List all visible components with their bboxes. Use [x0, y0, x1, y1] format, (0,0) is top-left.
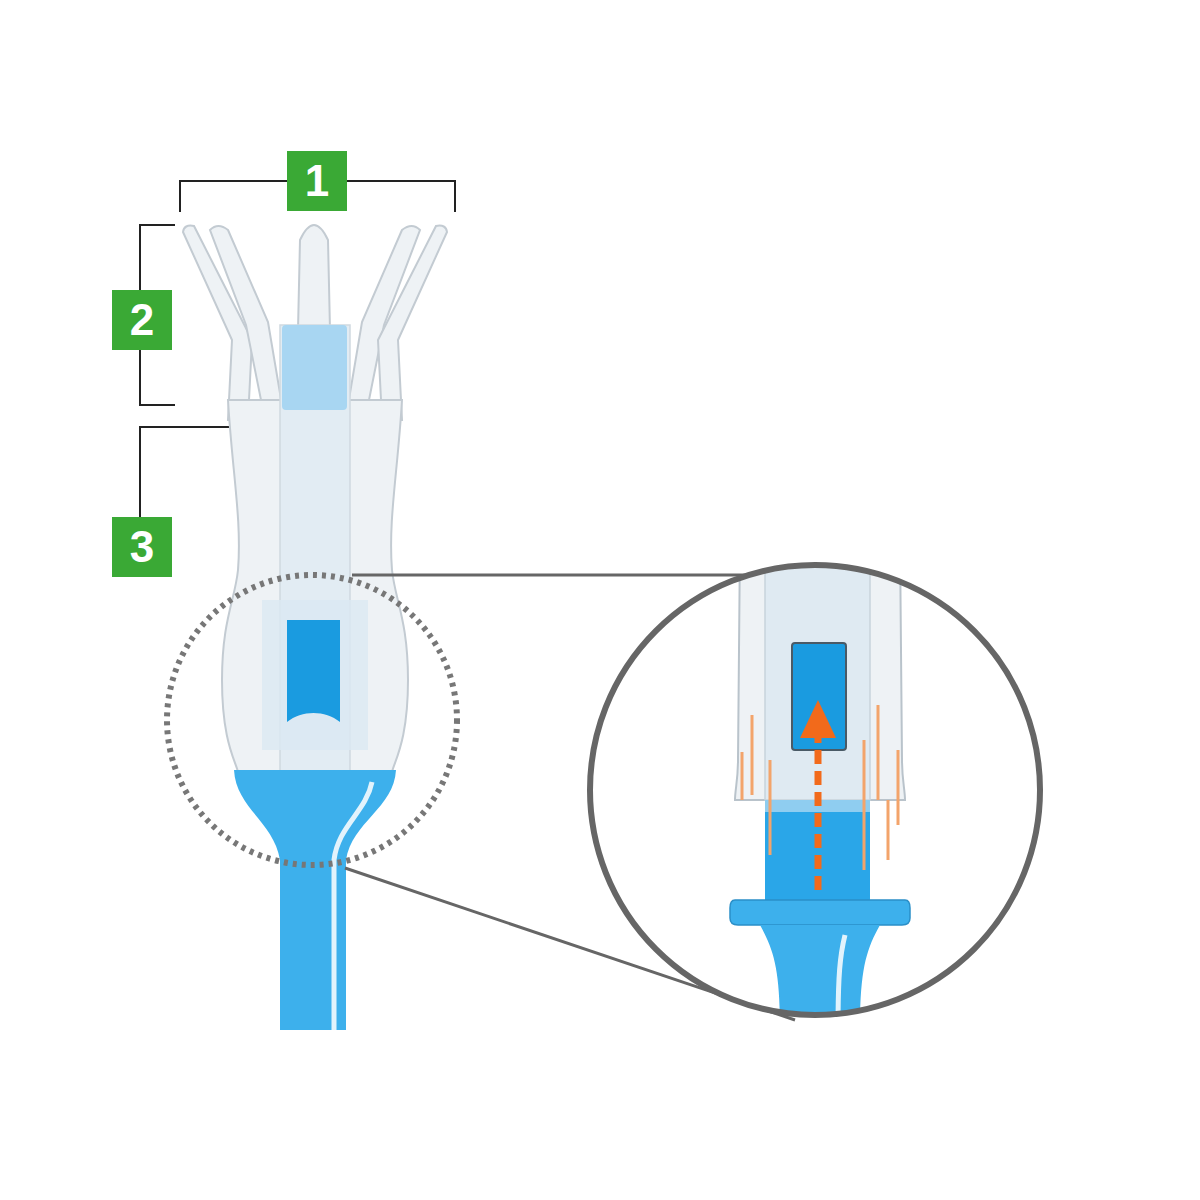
center-column [280, 325, 350, 772]
callout-number: 3 [130, 525, 154, 569]
indicator-window [287, 620, 340, 722]
shaft [234, 770, 396, 1030]
callout-box: 1 [287, 151, 347, 211]
callout-box: 2 [112, 290, 172, 350]
zoom-detail [730, 540, 910, 1030]
zoom-circle [590, 565, 1040, 1015]
zoom-marker [167, 575, 457, 865]
callout-number: 1 [305, 159, 329, 203]
window-frame [262, 600, 368, 750]
column-top [282, 325, 347, 410]
shaft-highlight [334, 782, 372, 1030]
tines [183, 225, 447, 420]
zoom-line [352, 574, 790, 577]
callout-number: 2 [130, 298, 154, 342]
callout-box: 3 [112, 517, 172, 577]
